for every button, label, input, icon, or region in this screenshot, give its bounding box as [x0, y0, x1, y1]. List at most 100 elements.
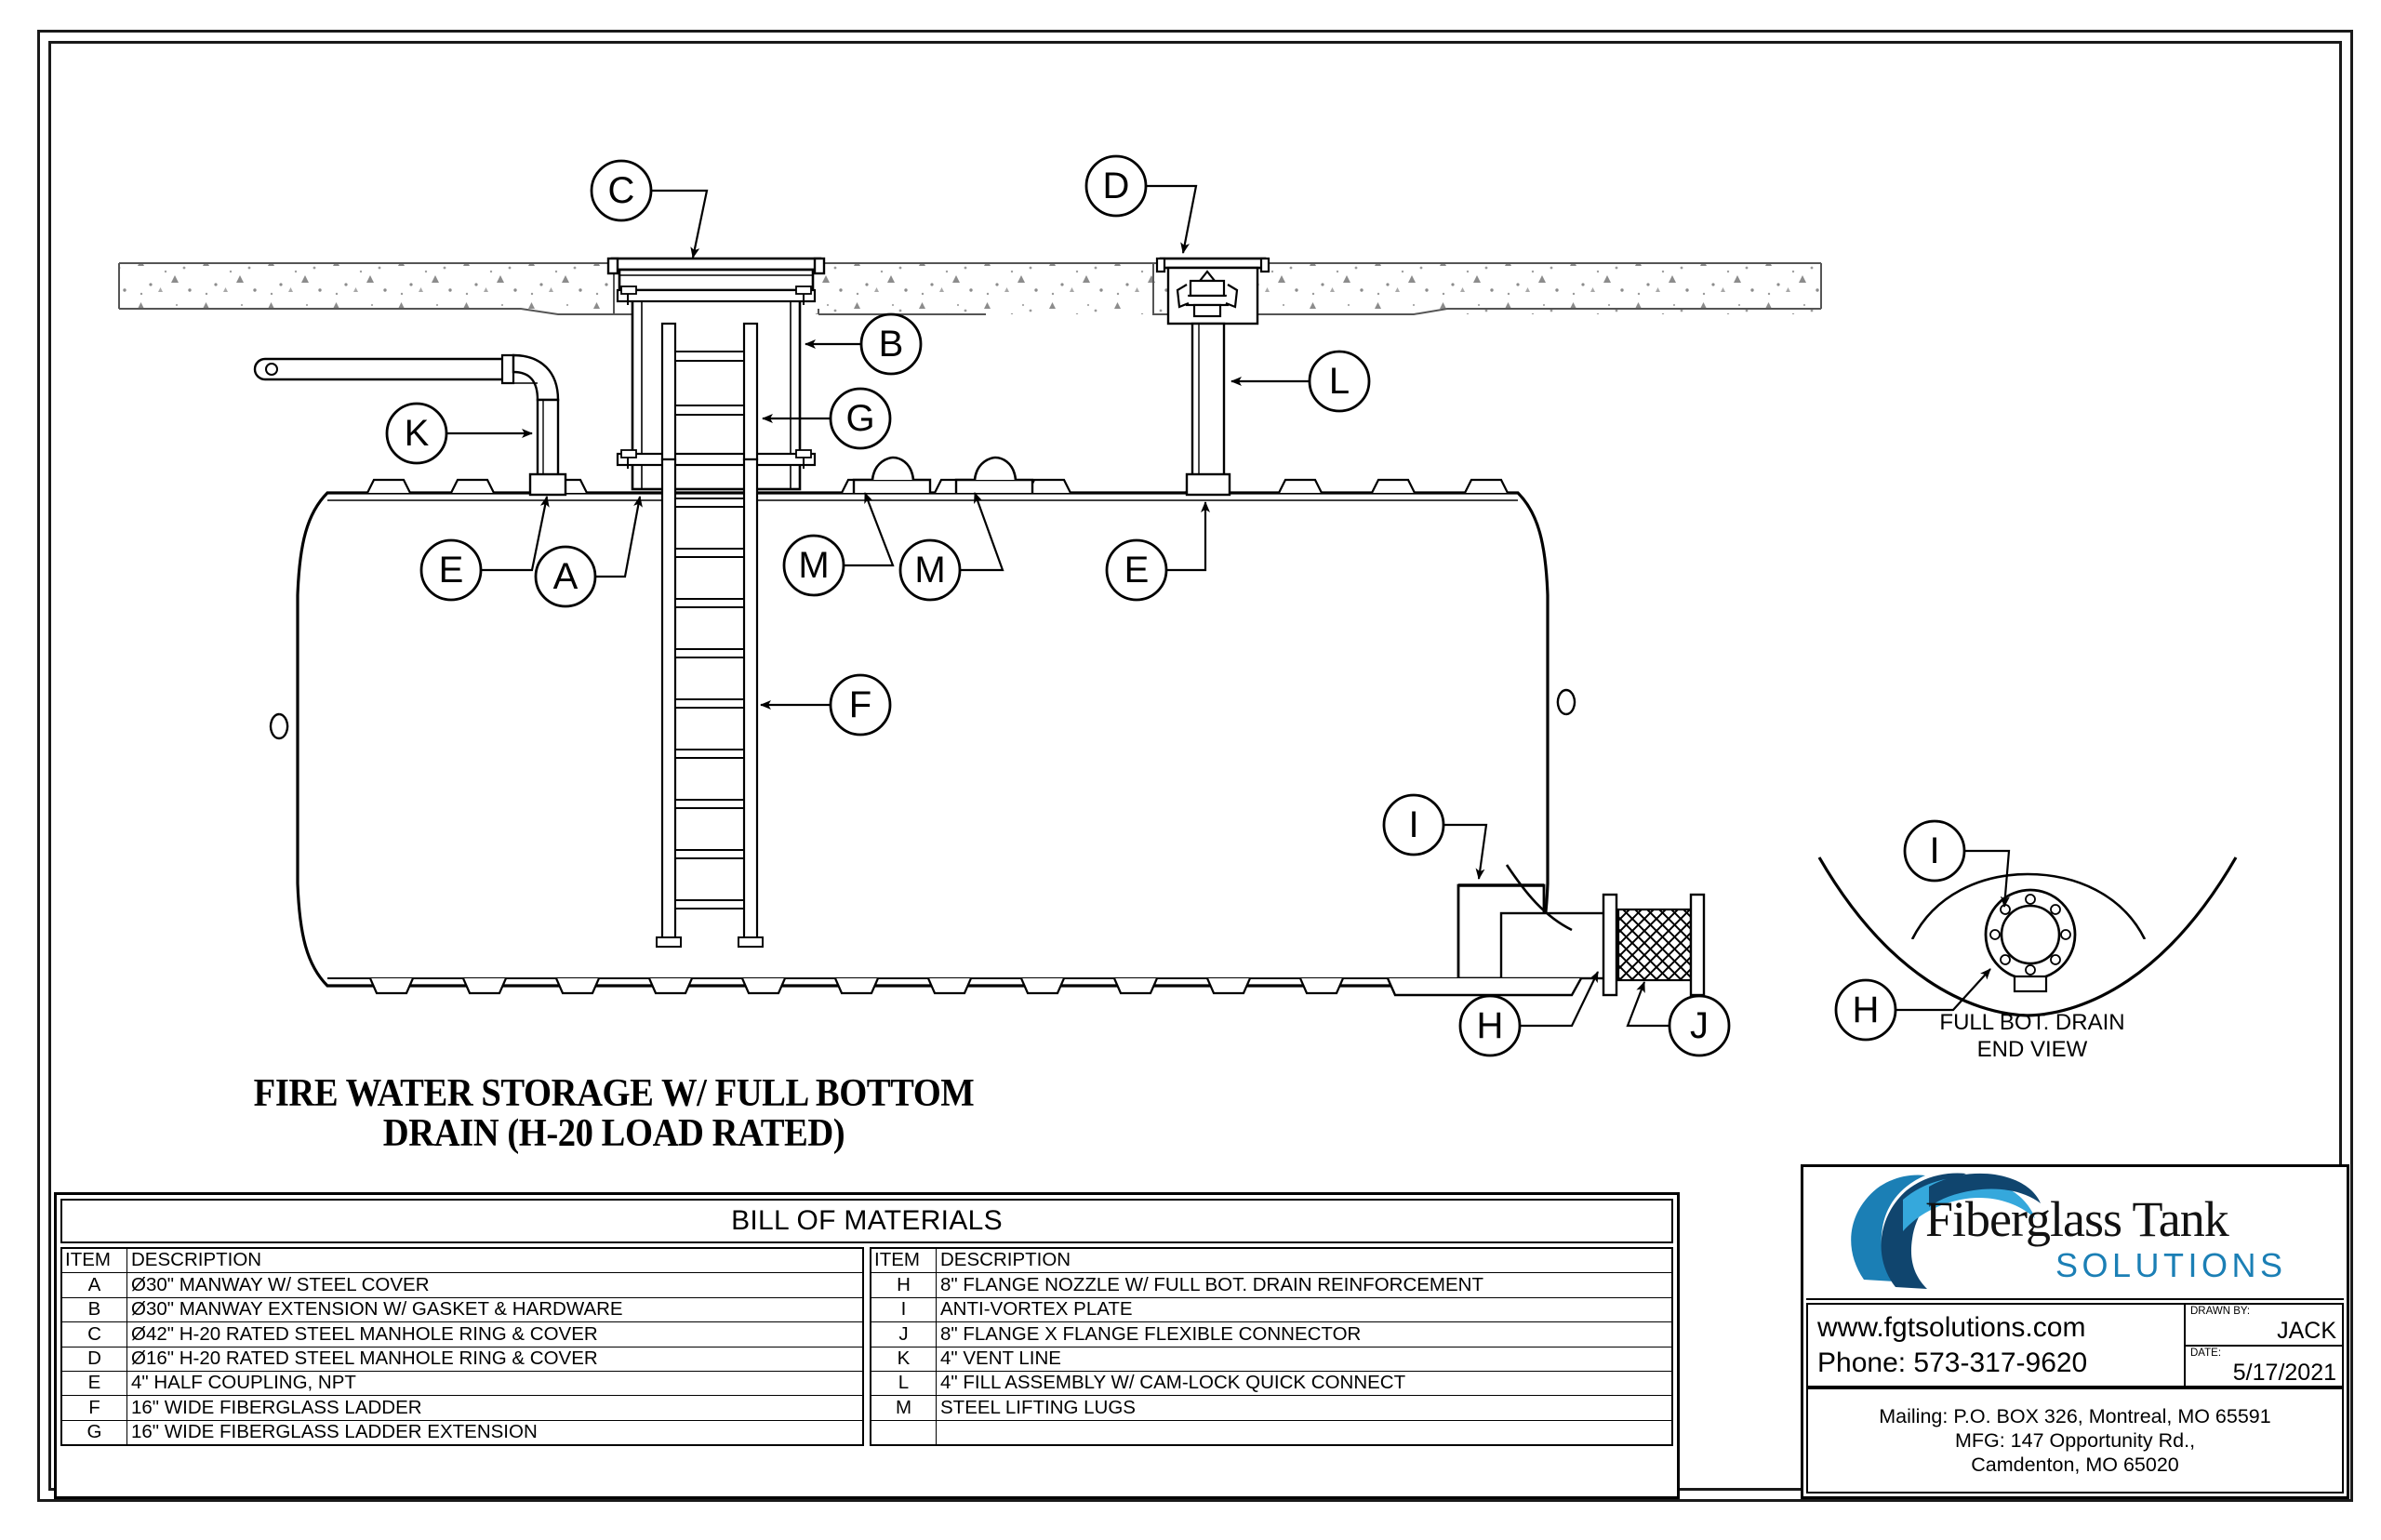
- bom-item-description: Ø16" H-20 RATED STEEL MANHOLE RING & COV…: [126, 1346, 864, 1372]
- bom-col-item-header: ITEM: [60, 1247, 127, 1274]
- bom-item-description: Ø30" MANWAY W/ STEEL COVER: [126, 1272, 864, 1298]
- drawing-frame-outer: [37, 30, 2353, 1502]
- balloon-f: F: [829, 673, 892, 737]
- balloon-a: A: [534, 545, 597, 608]
- bom-item-letter: F: [60, 1395, 127, 1421]
- end-view-balloons: I H: [1834, 819, 1966, 1042]
- vent-line: [253, 353, 567, 497]
- fiberglass-ladder: [656, 458, 764, 948]
- balloon-endview-i: I: [1929, 830, 1939, 871]
- page-title: FIRE WATER STORAGE W/ FULL BOTTOM DRAIN …: [109, 1072, 1119, 1156]
- bom-col-desc-header: DESCRIPTION: [126, 1247, 864, 1274]
- bom-item-description: ANTI-VORTEX PLATE: [936, 1296, 1673, 1323]
- logo-swoosh-icon: [1851, 1173, 2041, 1289]
- bom-item-description: 16" WIDE FIBERGLASS LADDER: [126, 1395, 864, 1421]
- bom-item-description: Ø42" H-20 RATED STEEL MANHOLE RING & COV…: [126, 1321, 864, 1348]
- bom-item-letter: [870, 1419, 937, 1446]
- end-view-caption: FULL BOT. DRAIN END VIEW: [1846, 1009, 2218, 1064]
- address-line-1: Mailing: P.O. BOX 326, Montreal, MO 6559…: [1879, 1404, 2271, 1427]
- bom-item-letter: D: [60, 1346, 127, 1372]
- balloon-g: G: [829, 387, 892, 450]
- bom-col-item-header: ITEM: [870, 1247, 937, 1274]
- drawn-by-label: DRAWN BY:: [2190, 1306, 2251, 1317]
- page-title-line2: DRAIN (H-20 LOAD RATED): [382, 1112, 845, 1156]
- bom-item-letter: I: [870, 1296, 937, 1323]
- date-value: 5/17/2021: [2232, 1359, 2336, 1386]
- balloon-e: E: [1105, 538, 1168, 602]
- bom-item-letter: H: [870, 1272, 937, 1298]
- bom-item-description: 4" VENT LINE: [936, 1346, 1673, 1372]
- end-view-caption-line1: FULL BOT. DRAIN: [1939, 1010, 2125, 1035]
- date-field: DATE: 5/17/2021: [2186, 1347, 2342, 1387]
- logo-subtitle: SOLUTIONS: [2055, 1246, 2287, 1284]
- bom-item-description: STEEL LIFTING LUGS: [936, 1395, 1673, 1421]
- balloon-d: D: [1084, 154, 1148, 218]
- balloon-b: B: [859, 312, 923, 376]
- balloon-label: K: [405, 413, 430, 454]
- balloon-l: L: [1308, 350, 1371, 413]
- bom-item-letter: L: [870, 1370, 937, 1397]
- balloon-label: L: [1329, 361, 1350, 402]
- phone-text: Phone: 573-317-9620: [1817, 1347, 2088, 1378]
- balloon-label: A: [553, 556, 579, 597]
- balloon-j: J: [1668, 994, 1731, 1057]
- end-view-caption-line2: END VIEW: [1976, 1037, 2088, 1063]
- balloon-m: M: [782, 534, 845, 597]
- balloon-i: I: [1382, 793, 1445, 856]
- balloon-label: G: [845, 398, 874, 439]
- bom-item-letter: J: [870, 1321, 937, 1348]
- bom-item-letter: A: [60, 1272, 127, 1298]
- balloon-label: M: [798, 545, 829, 586]
- balloon-label: H: [1477, 1005, 1504, 1046]
- balloon-label: I: [1408, 804, 1418, 845]
- bom-item-letter: M: [870, 1395, 937, 1421]
- bom-item-letter: C: [60, 1321, 127, 1348]
- balloon-label: C: [608, 170, 635, 211]
- company-logo: Fiberglass Tank SOLUTIONS: [1806, 1170, 2344, 1300]
- address-line-2: MFG: 147 Opportunity Rd.,: [1954, 1428, 2196, 1452]
- balloon-label: E: [439, 550, 464, 591]
- end-view-detail: [1817, 856, 2238, 1017]
- contact-info: www.fgtsolutions.com Phone: 573-317-9620: [1808, 1305, 2186, 1387]
- balloon-m: M: [898, 538, 962, 602]
- bom-heading: BILL OF MATERIALS: [60, 1199, 1673, 1243]
- balloon-label: M: [914, 550, 945, 591]
- bom-item-letter: E: [60, 1370, 127, 1397]
- balloon-c: C: [590, 159, 653, 222]
- drawn-by-field: DRAWN BY: JACK: [2186, 1305, 2342, 1347]
- balloon-h: H: [1458, 994, 1522, 1057]
- title-block: Fiberglass Tank SOLUTIONS www.fgtsolutio…: [1801, 1164, 2349, 1499]
- drawn-by-value: JACK: [2277, 1318, 2336, 1345]
- balloon-label: J: [1690, 1005, 1709, 1046]
- balloon-e: E: [419, 538, 483, 602]
- bom-item-description: 16" WIDE FIBERGLASS LADDER EXTENSION: [126, 1419, 864, 1446]
- bom-item-description: 4" HALF COUPLING, NPT: [126, 1370, 864, 1397]
- page-title-line1: FIRE WATER STORAGE W/ FULL BOTTOM: [253, 1072, 975, 1115]
- bom-item-description: [936, 1419, 1673, 1446]
- balloon-label: D: [1103, 166, 1130, 206]
- ladder-extension: [660, 322, 759, 461]
- bom-item-description: 4" FILL ASSEMBLY W/ CAM-LOCK QUICK CONNE…: [936, 1370, 1673, 1397]
- balloon-k: K: [385, 402, 448, 465]
- bom-item-letter: K: [870, 1346, 937, 1372]
- steel-lifting-lugs: [852, 456, 1034, 493]
- logo-wordmark: Fiberglass Tank: [1925, 1191, 2229, 1247]
- website-text[interactable]: www.fgtsolutions.com: [1817, 1311, 2086, 1343]
